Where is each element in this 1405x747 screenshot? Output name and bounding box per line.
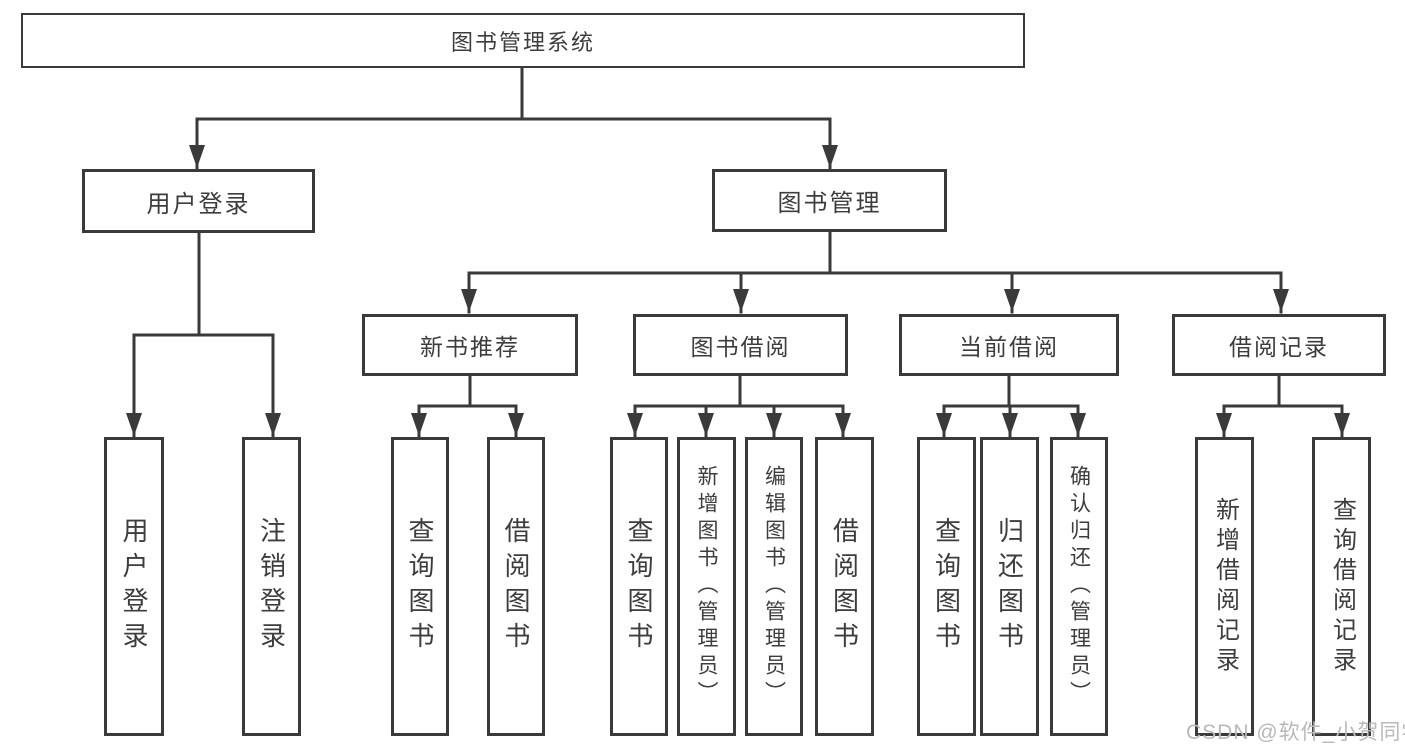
connector-user-login-children [126,231,281,438]
connector-new-book-recommendation-children [411,374,524,438]
watermark-text: CSDN @软件_小贺同学 [1186,721,1405,744]
node-confirm-return-admin: 确认归还（管理员） [1050,437,1108,736]
node-user-login-leaf: 用户登录 [104,437,164,736]
node-logout-leaf: 注销登录 [242,437,301,736]
node-current-borrowing: 当前借阅 [899,314,1119,376]
node-query-books-1: 查询图书 [391,437,449,736]
connector-book-borrowing-children [627,374,851,438]
node-book-management: 图书管理 [712,169,947,232]
node-borrow-books-2: 借阅图书 [815,437,874,736]
node-borrowing-records: 借阅记录 [1172,314,1386,376]
node-query-borrow-record: 查询借阅记录 [1312,437,1371,736]
node-user-login: 用户登录 [82,169,315,233]
node-new-book-recommendation: 新书推荐 [362,314,578,376]
node-borrow-books-1: 借阅图书 [487,437,545,736]
node-library-management-system: 图书管理系统 [21,13,1025,68]
node-edit-books-admin: 编辑图书（管理员） [745,437,803,736]
node-book-borrowing: 图书借阅 [633,314,848,376]
node-add-borrow-record: 新增借阅记录 [1195,437,1254,736]
connector-root-to-level2 [189,66,838,170]
connector-borrowing-records-children [1216,374,1350,438]
node-return-books: 归还图书 [980,437,1039,736]
node-query-books-3: 查询图书 [917,437,976,736]
node-query-books-2: 查询图书 [610,437,668,736]
node-add-books-admin: 新增图书（管理员） [677,437,736,736]
connector-current-borrowing-children [936,374,1086,438]
connector-book-management-children [461,230,1289,314]
